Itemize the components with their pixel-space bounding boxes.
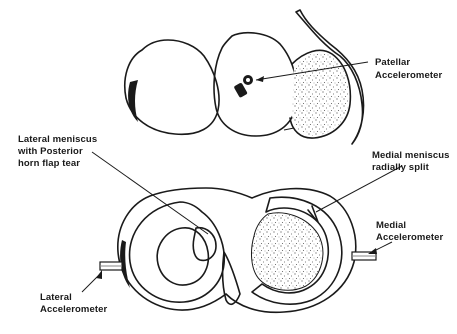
medial-plateau-surface — [252, 213, 323, 290]
lateral-femoral-condyle — [125, 40, 219, 134]
tibial-plateau-group — [118, 188, 356, 312]
medial-accelerometer-label: Medial Accelerometer — [376, 220, 444, 243]
medial-meniscus-label: Medial meniscus radially split — [372, 150, 452, 173]
lateral-condyle-rim — [128, 80, 138, 122]
leader-lateral-meniscus — [92, 152, 208, 234]
leader-patellar-arrow — [256, 76, 264, 82]
patella-mark — [284, 128, 294, 130]
leader-medial-accel-arrow — [368, 248, 377, 254]
medial-condyle-body — [292, 52, 348, 136]
femur-patella-group — [125, 10, 364, 144]
patella — [214, 33, 297, 136]
lateral-meniscus-flap-tear — [193, 228, 216, 261]
patellar-accelerometer-sensor-icon — [234, 75, 253, 98]
medial-meniscus-radial-split — [308, 206, 318, 222]
leader-lateral-accel-arrow — [96, 270, 102, 279]
lateral-meniscus-ring — [130, 202, 225, 302]
patellar-accelerometer-label: Patellar Accelerometer — [375, 57, 443, 81]
lateral-accelerometer-rod-icon — [100, 262, 122, 270]
intercondylar-eminence — [223, 252, 240, 304]
lateral-accelerometer-label: Lateral Accelerometer — [40, 292, 108, 315]
lateral-meniscus-label: Lateral meniscus with Posterior horn fla… — [17, 134, 100, 169]
